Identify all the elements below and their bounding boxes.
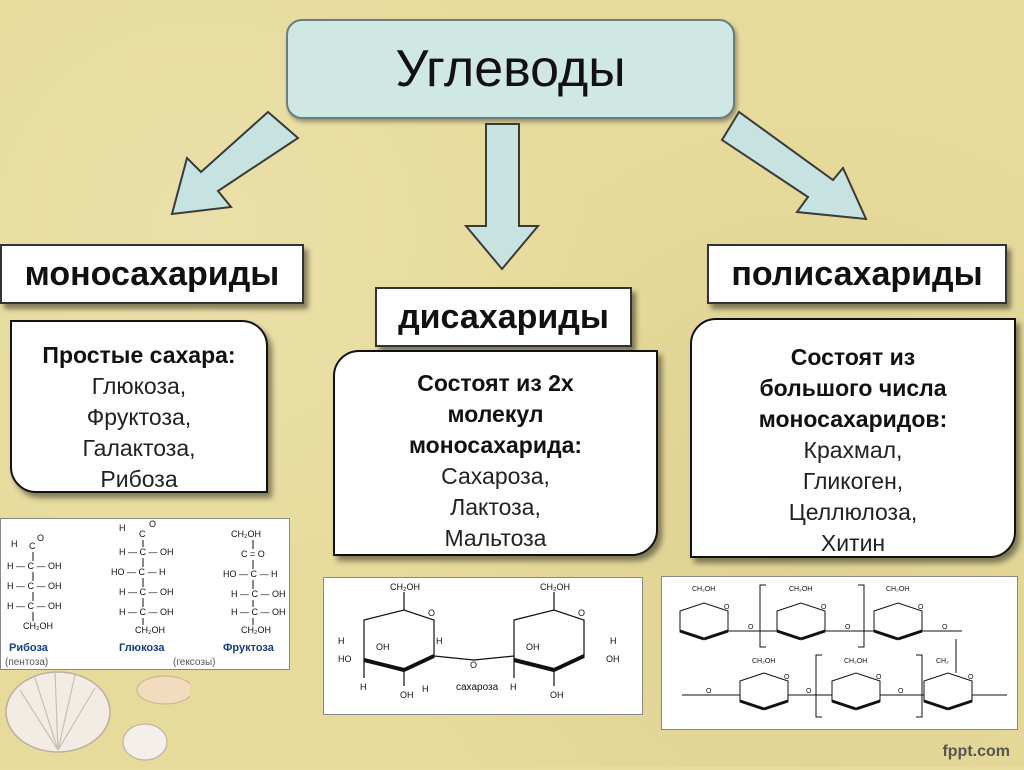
card-item: Галактоза, xyxy=(82,435,196,461)
svg-text:O: O xyxy=(942,624,948,631)
structure-note: (пентоза) xyxy=(5,657,48,668)
svg-text:H: H xyxy=(360,682,367,692)
svg-text:O: O xyxy=(806,688,812,695)
title-box: Углеводы xyxy=(286,19,735,119)
svg-text:H — C — OH: H — C — OH xyxy=(119,547,174,557)
svg-text:CH₂OH: CH₂OH xyxy=(231,529,261,539)
svg-text:O: O xyxy=(898,688,904,695)
svg-text:H — C — OH: H — C — OH xyxy=(7,581,62,591)
svg-text:OH: OH xyxy=(606,654,620,664)
card-item: Хитин xyxy=(820,530,886,556)
svg-text:O: O xyxy=(578,608,585,618)
svg-text:HO: HO xyxy=(338,654,352,664)
footer-watermark: fppt.com xyxy=(942,743,1010,760)
svg-text:CH₂OH: CH₂OH xyxy=(390,582,420,592)
svg-text:O: O xyxy=(876,674,882,681)
card-item: Мальтоза xyxy=(444,525,547,551)
polysaccharide-formula: CH₂OH CH₂OH CH₂OH CH₂OH CH₂OH CH₂ O O O O O O O O… xyxy=(679,584,1007,718)
svg-text:CH₂OH: CH₂OH xyxy=(135,625,165,635)
card-lead: моносахаридов: xyxy=(758,406,948,432)
svg-text:O: O xyxy=(918,604,924,611)
svg-text:O: O xyxy=(968,674,974,681)
structure-name: Фруктоза xyxy=(223,642,275,654)
svg-text:CH₂OH: CH₂OH xyxy=(692,586,715,593)
svg-text:O: O xyxy=(37,533,44,543)
svg-text:C: C xyxy=(139,529,146,539)
svg-text:O: O xyxy=(724,604,730,611)
svg-text:H: H xyxy=(119,523,126,533)
card-lead: молекул xyxy=(447,401,544,427)
monosaccharide-formulas: HO C H — C — OH H — C — OH H — C — OH CH… xyxy=(5,519,286,668)
svg-text:H — C — OH: H — C — OH xyxy=(7,601,62,611)
card-item: Крахмал, xyxy=(803,437,903,463)
sucrose-structure: CH₂OH CH₂OH O O H HO OH H O OH H OH H OH H OH H… xyxy=(323,577,643,715)
structure-note: (гексозы) xyxy=(173,657,215,668)
svg-text:CH₂OH: CH₂OH xyxy=(540,582,570,592)
svg-text:O: O xyxy=(706,688,712,695)
category-polysaccharides: полисахариды xyxy=(707,244,1007,304)
diagram-title: Углеводы xyxy=(395,40,626,98)
svg-text:O: O xyxy=(784,674,790,681)
structure-name: Рибоза xyxy=(9,642,49,654)
structure-name: Глюкоза xyxy=(119,642,165,654)
sucrose-formula: CH₂OH CH₂OH O O H HO OH H O OH H OH H OH H OH H… xyxy=(338,582,620,700)
svg-text:O: O xyxy=(821,604,827,611)
svg-text:O: O xyxy=(845,624,851,631)
card-disaccharides: Состоят из 2х молекул моносахарида: Саха… xyxy=(333,350,658,556)
svg-text:H — C — OH: H — C — OH xyxy=(119,587,174,597)
svg-text:CH₂OH: CH₂OH xyxy=(844,658,867,665)
svg-text:O: O xyxy=(149,519,156,529)
card-item: Сахароза, xyxy=(441,463,550,489)
polysaccharide-structure: CH₂OH CH₂OH CH₂OH CH₂OH CH₂OH CH₂ O O O O O O O O… xyxy=(661,576,1018,730)
svg-text:O: O xyxy=(428,608,435,618)
sucrose-caption: сахароза xyxy=(456,682,499,693)
svg-text:O: O xyxy=(470,660,477,670)
svg-text:C = O: C = O xyxy=(241,549,265,559)
svg-text:H — C — OH: H — C — OH xyxy=(231,589,286,599)
svg-text:HO — C — H: HO — C — H xyxy=(223,569,278,579)
svg-text:H: H xyxy=(510,682,517,692)
card-item: Рибоза xyxy=(100,466,178,492)
svg-text:H — C — OH: H — C — OH xyxy=(7,561,62,571)
card-lead: большого числа xyxy=(759,375,947,401)
svg-text:OH: OH xyxy=(400,690,414,700)
svg-text:H — C — OH: H — C — OH xyxy=(119,607,174,617)
card-lead: Состоят из 2х xyxy=(417,370,574,396)
svg-text:H: H xyxy=(610,636,617,646)
svg-text:H: H xyxy=(11,539,18,549)
card-item: Лактоза, xyxy=(450,494,541,520)
card-lead: моносахарида: xyxy=(408,432,583,458)
card-item: Глюкоза, xyxy=(91,373,187,399)
svg-text:H — C — OH: H — C — OH xyxy=(231,607,286,617)
card-lead: Простые сахара: xyxy=(42,342,236,368)
category-disaccharides: дисахариды xyxy=(375,287,632,347)
svg-text:O: O xyxy=(748,624,754,631)
card-item: Фруктоза, xyxy=(86,404,192,430)
svg-text:H: H xyxy=(338,636,345,646)
svg-text:CH₂OH: CH₂OH xyxy=(23,621,53,631)
category-monosaccharides: моносахариды xyxy=(0,244,304,304)
svg-text:CH₂OH: CH₂OH xyxy=(752,658,775,665)
svg-text:HO — C — H: HO — C — H xyxy=(111,567,166,577)
svg-text:OH: OH xyxy=(376,642,390,652)
svg-text:CH₂: CH₂ xyxy=(936,658,949,665)
card-item: Гликоген, xyxy=(802,468,904,494)
shells-decoration xyxy=(5,671,190,761)
svg-text:H: H xyxy=(422,684,429,694)
svg-text:C: C xyxy=(29,541,36,551)
card-polysaccharides: Состоят из большого числа моносахаридов:… xyxy=(690,318,1016,558)
svg-text:OH: OH xyxy=(550,690,564,700)
svg-text:CH₂OH: CH₂OH xyxy=(886,586,909,593)
card-item: Целлюлоза, xyxy=(788,499,918,525)
card-monosaccharides: Простые сахара: Глюкоза, Фруктоза, Галак… xyxy=(10,320,268,493)
card-lead: Состоят из xyxy=(790,344,916,370)
svg-text:CH₂OH: CH₂OH xyxy=(789,586,812,593)
svg-text:H: H xyxy=(436,636,443,646)
svg-text:OH: OH xyxy=(526,642,540,652)
svg-text:CH₂OH: CH₂OH xyxy=(241,625,271,635)
